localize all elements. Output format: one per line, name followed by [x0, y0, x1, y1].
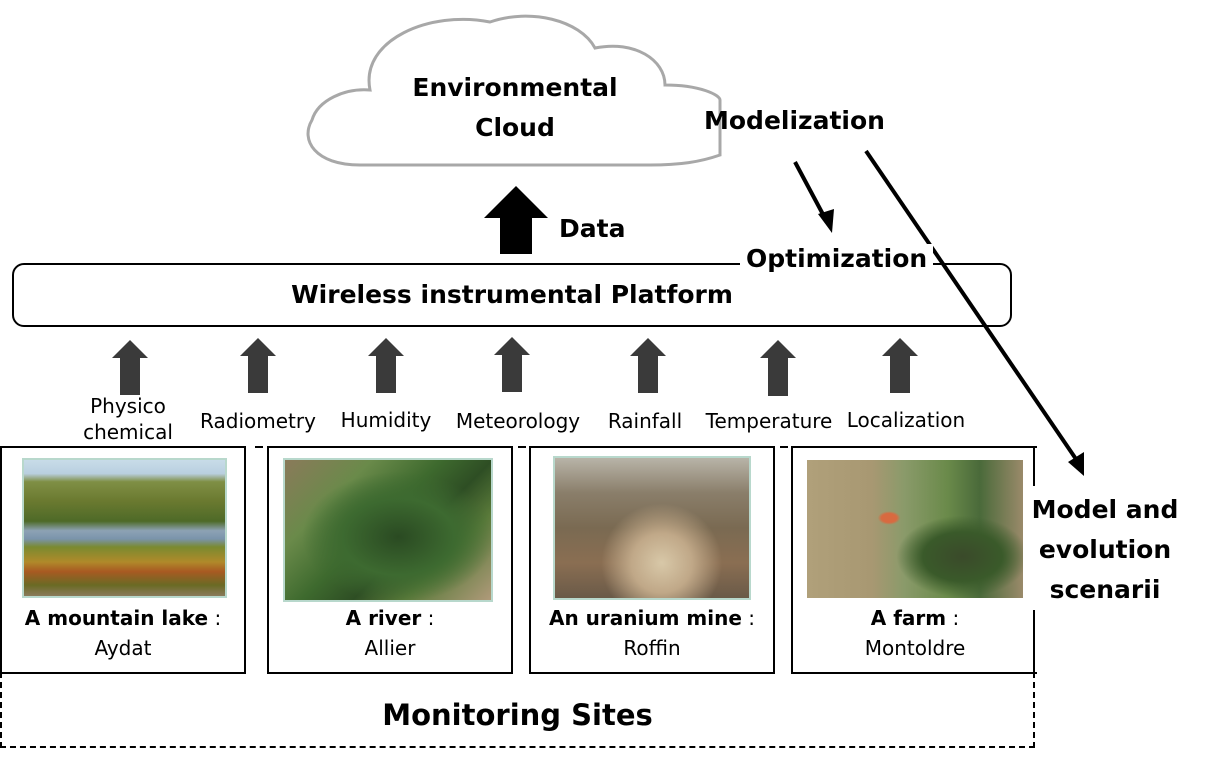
- farm-card-border-top: [1033, 446, 1035, 486]
- site-title: An uranium mine :: [548, 606, 756, 630]
- sensor-arrow-icon: [368, 338, 404, 393]
- sensor-arrow-icon: [760, 340, 796, 396]
- site-card-mountain-lake: A mountain lake : Aydat: [0, 446, 246, 674]
- farm-card-border-bottom: [1033, 610, 1035, 674]
- site-name: Roffin: [623, 636, 681, 660]
- cloud-label-line1: Environmental: [412, 73, 618, 102]
- sensor-arrow-icon: [494, 337, 530, 392]
- modelization-label: Modelization: [704, 106, 885, 135]
- data-label: Data: [559, 214, 626, 243]
- sensor-arrow-icon: [882, 338, 918, 393]
- site-card-uranium-mine: An uranium mine : Roffin: [529, 446, 775, 674]
- sensor-label-physico-chemical: Physico chemical: [83, 394, 173, 444]
- sensor-arrow-icon: [240, 338, 276, 393]
- sensor-label-temperature: Temperature: [705, 409, 833, 433]
- sensor-label-rainfall: Rainfall: [607, 409, 683, 433]
- site-card-farm: A farm : Montoldre: [791, 446, 1037, 674]
- data-arrow-icon: [484, 186, 548, 254]
- sensor-arrow-icon: [630, 338, 666, 393]
- sensor-arrow-icon: [112, 340, 148, 395]
- monitoring-sites-box: [0, 672, 1035, 748]
- river-aerial-photo: [283, 458, 493, 602]
- monitoring-sites-title: Monitoring Sites: [382, 698, 653, 732]
- site-name: Aydat: [94, 636, 152, 660]
- modelization-to-optimization-arrow: [793, 161, 828, 221]
- cloud-label: Environmental Cloud: [380, 68, 650, 148]
- arrowhead-icon: [1068, 452, 1084, 476]
- site-title: A farm :: [870, 606, 960, 630]
- site-card-river: A river : Allier: [267, 446, 513, 674]
- optimization-label: Optimization: [740, 244, 934, 273]
- site-title: A mountain lake :: [24, 606, 222, 630]
- sensor-arrows: [112, 337, 918, 396]
- site-name: Allier: [364, 636, 416, 660]
- arrowhead-icon: [818, 209, 834, 233]
- sensor-label-humidity: Humidity: [340, 408, 432, 432]
- model-scenarii-label: Model and evolution scenarii: [1031, 495, 1179, 604]
- farm-aerial-photo: [807, 460, 1023, 598]
- platform-title: Wireless instrumental Platform: [291, 280, 733, 309]
- wireless-platform-box: [12, 263, 1012, 327]
- sensor-label-localization: Localization: [846, 408, 966, 432]
- sensor-label-radiometry: Radiometry: [200, 409, 316, 433]
- site-name: Montoldre: [864, 636, 966, 660]
- mountain-lake-photo: [22, 458, 227, 598]
- uranium-mine-photo: [553, 456, 751, 600]
- sensor-label-meteorology: Meteorology: [455, 409, 581, 433]
- site-title: A river :: [345, 606, 435, 630]
- cloud-label-line2: Cloud: [475, 113, 555, 142]
